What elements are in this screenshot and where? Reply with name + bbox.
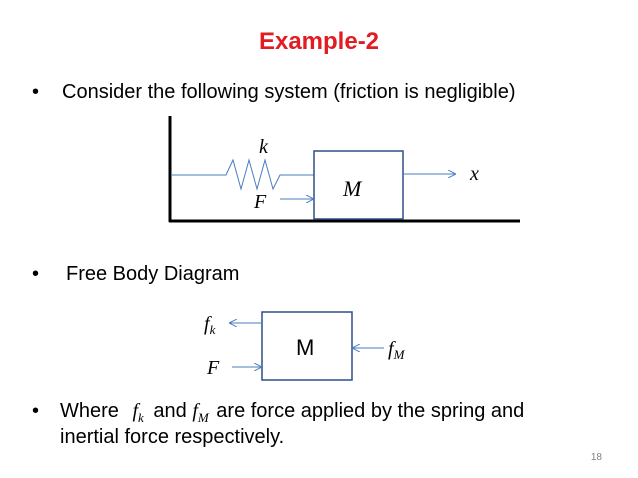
bullet-fbd: • Free Body Diagram <box>32 262 239 286</box>
fbd-force-label: F <box>206 357 220 379</box>
spring <box>171 158 314 191</box>
bullet-dot: • <box>32 81 40 103</box>
fbd-mass-label: M <box>296 335 314 360</box>
force-label: F <box>253 191 267 213</box>
displacement-label: x <box>469 163 479 185</box>
bullet-where-line2: inertial force respectively. <box>60 426 285 448</box>
spring-label: k <box>259 136 269 158</box>
bullet-text: Consider the following system (friction … <box>62 81 516 103</box>
fbd-fk-label: fk <box>204 313 216 337</box>
bullet-consider: • Consider the following system (frictio… <box>32 80 516 104</box>
page-number: 18 <box>590 452 602 463</box>
fbd-fm-label: fM <box>388 338 406 362</box>
mass-label: M <box>342 176 363 201</box>
bullet-text-rest: are force applied by the spring and <box>216 400 525 422</box>
bullet-dot: • <box>32 400 40 422</box>
bullet-dot: • <box>32 263 40 285</box>
symbol-fk: fk <box>132 400 144 425</box>
bullet-text: Free Body Diagram <box>66 263 240 285</box>
mass-block <box>313 150 404 220</box>
symbol-fm: fM <box>192 400 209 425</box>
bullet-where: • Where fk and fM are force applied by t… <box>32 399 524 430</box>
bullet-where-word: Where <box>60 400 119 422</box>
bullet-and-word: and <box>153 400 187 422</box>
slide-title: Example-2 <box>258 28 380 55</box>
